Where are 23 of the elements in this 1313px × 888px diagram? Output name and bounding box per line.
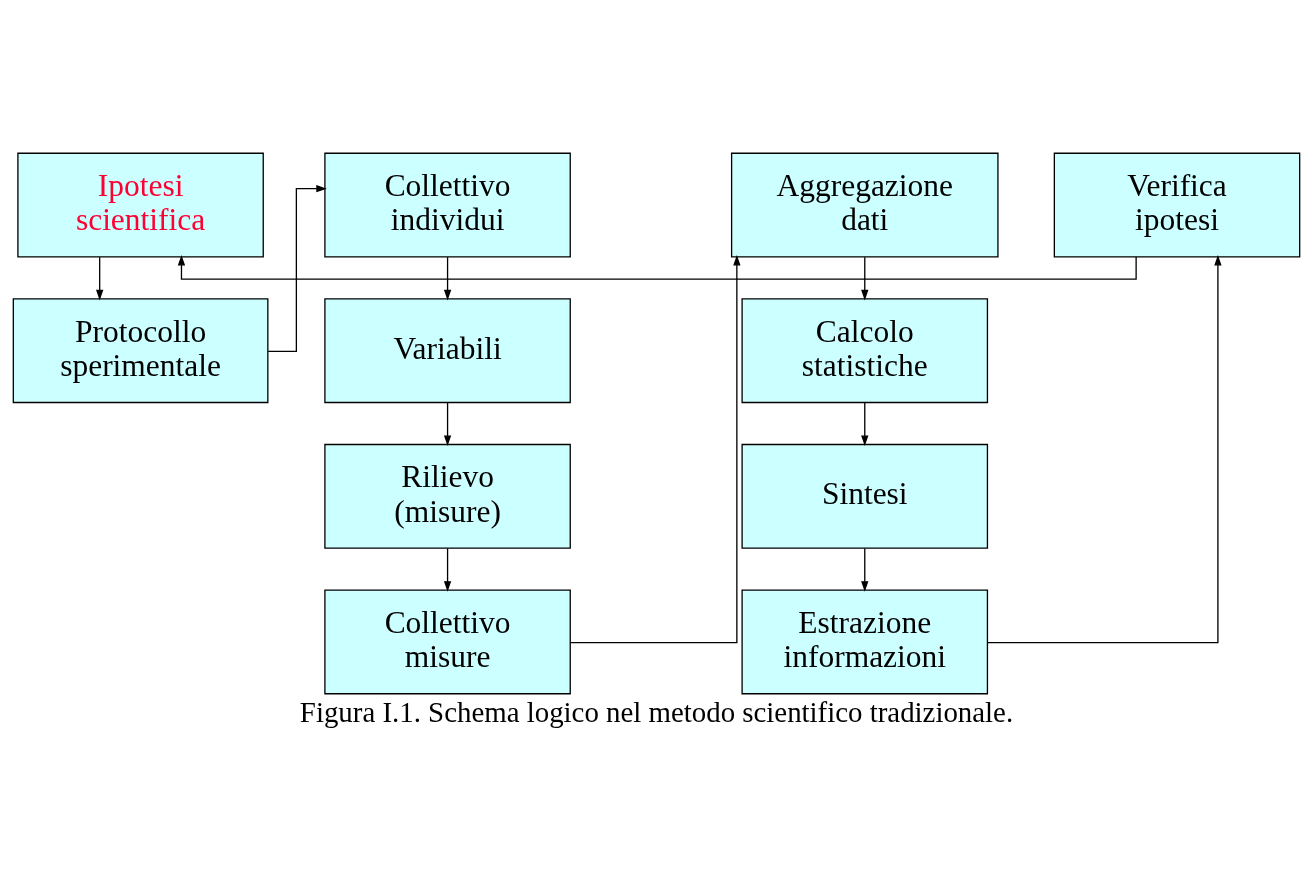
arrow — [267, 184, 327, 352]
arrow — [177, 254, 1137, 280]
arrow — [861, 256, 869, 300]
arrow — [861, 401, 869, 446]
arrow — [443, 401, 452, 446]
caption: Figura I.1. Schema logico nel metodo scientifico tradizionale. — [299, 695, 1014, 728]
node-box: Collettivo misure — [324, 588, 571, 694]
node-box: Verifica ipotesi — [1053, 152, 1301, 258]
node-box: Sintesi — [741, 443, 989, 549]
arrow — [569, 254, 741, 643]
arrow — [96, 256, 104, 300]
node-box: Rilievo (misure) — [324, 443, 571, 549]
node-box: Protocollo sperimentale — [12, 297, 269, 403]
node-box: Calcolo statistiche — [741, 297, 989, 403]
node-box: Collettivo individui — [324, 152, 571, 258]
arrow — [443, 256, 452, 300]
node-box: Ipotesi scientifica — [17, 152, 264, 258]
arrow — [987, 254, 1222, 643]
arrow — [443, 547, 452, 592]
node-box: Variabili — [324, 297, 571, 403]
arrow — [861, 547, 869, 592]
node-box: Aggregazione dati — [730, 152, 999, 258]
node-box: Estrazione informazioni — [741, 588, 989, 694]
